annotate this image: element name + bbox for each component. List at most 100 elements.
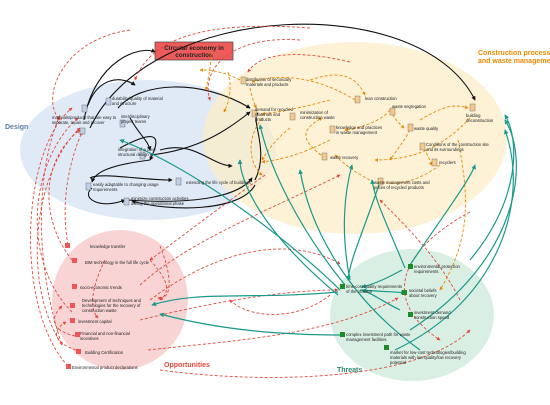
threat-nodes: environmental protection requirements ti… xyxy=(340,264,466,365)
node-label: minimization of xyxy=(300,110,329,115)
node-label: requirements xyxy=(93,187,117,192)
node-label: environmental protection xyxy=(414,264,461,269)
design-nodes: materials/products that are easy to sepa… xyxy=(52,96,251,206)
node-waste-recovery: waste recovery xyxy=(321,152,359,161)
node-segregation: waste segregation xyxy=(389,104,427,116)
node-label: and structure xyxy=(112,101,137,106)
node-label: time-cost-quality requirements xyxy=(346,284,402,289)
node-low-cost-market: market for low-cost technologies/buildin… xyxy=(384,345,466,365)
node-label: prices of recycled products xyxy=(374,185,424,190)
node-complex-path: complex investment path for waste manage… xyxy=(340,332,411,342)
node-label: distribution of secondary xyxy=(246,77,292,82)
node-label: Environmental product declarations xyxy=(72,365,138,370)
node-label: knowledge and practices xyxy=(336,125,382,130)
node-interdisciplinary: interdisciplinary project teams xyxy=(119,114,151,128)
node-label: socio-economic trends xyxy=(80,285,122,290)
node-label: interdisciplinary xyxy=(121,114,151,119)
node-label: BIM technology in the full life cycle xyxy=(85,260,150,265)
node-conditions-site: Conditions of the construction site and … xyxy=(419,142,490,152)
node-adaptable: easily adaptable to changing usage requi… xyxy=(85,182,159,192)
node-knowledge-practices: knowledge and practices in waste managem… xyxy=(329,125,382,135)
node-label: construction waste xyxy=(300,115,335,120)
node-label: market for low-cost technologies/buildin… xyxy=(390,350,466,355)
node-label: durability/quality of material xyxy=(112,96,163,101)
node-time-cost-quality: time-cost-quality requirements of the in… xyxy=(340,284,402,294)
node-label: management facilities xyxy=(346,337,387,342)
node-label: recyclers xyxy=(439,160,456,165)
node-label: materials with low quality/low recovery xyxy=(390,355,462,360)
node-label: of the investor xyxy=(346,289,373,294)
node-certification: Building Certification xyxy=(76,349,124,355)
node-bim: BIM technology in the full life cycle xyxy=(72,258,150,265)
node-investment-capital: investment capital xyxy=(70,318,112,324)
node-incentives: Financial and non-financial incentives xyxy=(75,331,130,341)
node-label: project teams xyxy=(121,119,146,124)
title-line2: construction xyxy=(175,52,213,59)
construction-links xyxy=(199,51,471,291)
node-lean: lean construction xyxy=(354,95,397,104)
node-costs-prices: waste management costs and prices of rec… xyxy=(374,177,430,190)
node-env-protection: environmental protection requirements xyxy=(408,264,461,274)
node-label: investment demand xyxy=(414,310,451,315)
node-label: technologies for the recovery of xyxy=(82,303,141,308)
node-recyclers: recyclers xyxy=(431,158,456,167)
node-label: during the operational phase xyxy=(131,201,185,206)
node-knowledge-transfer: knowledge transfer xyxy=(65,243,126,249)
construction-cluster-area xyxy=(203,42,507,234)
node-minimization: minimization of construction waste xyxy=(289,110,335,121)
node-label: Development of techniques and xyxy=(82,298,142,303)
construction-nodes: distribution of secondary materials and … xyxy=(240,76,494,190)
node-demand-recycled: demand for recycled materials and produc… xyxy=(251,107,294,122)
node-label: waste segregation xyxy=(392,104,427,109)
node-label: demand for recycled xyxy=(255,107,294,112)
node-label: integration of a clear xyxy=(118,147,157,152)
node-label: deconstruction xyxy=(466,118,494,123)
node-label: minimize construction activities xyxy=(131,196,188,201)
node-label: separate, repair and recover xyxy=(52,120,105,125)
node-label: Financial and non-financial xyxy=(80,331,130,336)
node-label: incentives xyxy=(80,336,99,341)
node-label: extending the life cycle of buildings xyxy=(186,180,251,185)
node-label: potential xyxy=(390,360,406,365)
construction-cluster-label-line2: and waste management xyxy=(478,58,550,65)
node-dev-techniques: Development of techniques and technologi… xyxy=(70,298,142,313)
construction-cluster-label-line1: Construction processes xyxy=(478,50,550,57)
node-minimize-activities: minimize construction activities during … xyxy=(123,196,188,206)
node-label: structural design xyxy=(118,152,149,157)
node-label: in waste management xyxy=(336,130,378,135)
node-label: waste recovery xyxy=(330,155,359,160)
node-life-cycle: extending the life cycle of buildings xyxy=(175,177,251,186)
node-label: materials and xyxy=(255,112,281,117)
node-label: requirements xyxy=(414,269,438,274)
node-label: societal beliefs xyxy=(409,288,436,293)
node-label: investment capital xyxy=(78,319,112,324)
node-label: waste management costs and xyxy=(374,180,430,185)
node-societal-beliefs: societal beliefs about recovery xyxy=(402,288,438,298)
node-deconstruction: building deconstruction xyxy=(466,103,494,123)
design-cluster-label: Design xyxy=(5,124,28,131)
node-durability: durability/quality of material and struc… xyxy=(105,96,163,106)
design-links xyxy=(83,23,476,209)
node-distribution: distribution of secondary materials and … xyxy=(240,76,292,87)
node-label: construction speed xyxy=(414,315,450,320)
node-label: materials and products xyxy=(246,82,288,87)
node-easy-separate: materials/products that are easy to sepa… xyxy=(52,104,117,135)
node-label: products xyxy=(255,117,271,122)
node-label: and its surroundings xyxy=(426,147,464,152)
node-structural-design: integration of a clear structural design xyxy=(118,147,157,160)
node-label: construction waste xyxy=(82,308,117,313)
node-label: building xyxy=(466,113,481,118)
threat-links xyxy=(119,114,517,351)
opportunity-links xyxy=(30,25,471,378)
node-socio-economic: socio-economic trends xyxy=(72,284,122,290)
node-investment-speed: investment demand construction speed xyxy=(408,310,451,320)
node-waste-quality: waste quality xyxy=(407,123,439,132)
opportunities-cluster-label: Opportunities xyxy=(164,362,210,369)
node-label: materials/products that are easy to xyxy=(52,115,117,120)
node-label: complex investment path for waste xyxy=(346,332,411,337)
node-label: Building Certification xyxy=(85,350,124,355)
node-label: Conditions of the construction site xyxy=(426,142,490,147)
node-epd: Environmental product declarations xyxy=(66,364,138,370)
